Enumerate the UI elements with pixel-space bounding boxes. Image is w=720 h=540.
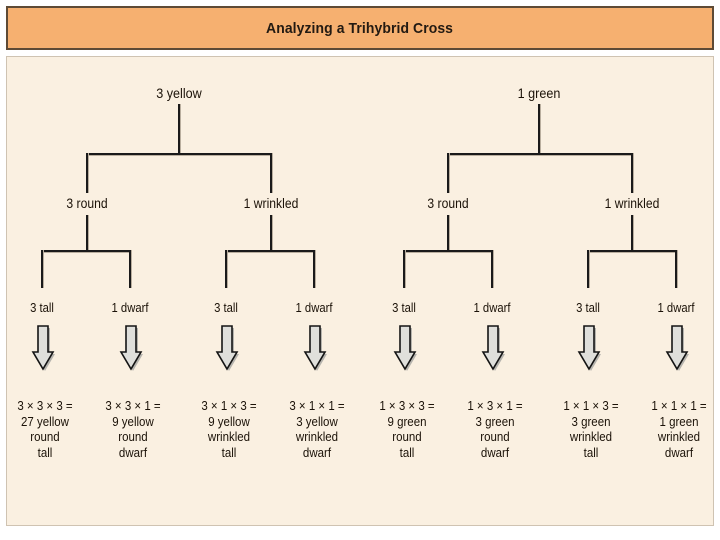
tree-node-l2-wrinkled-1: 1 wrinkled: [243, 196, 299, 211]
tree-node-l3-tall-1: 3 tall: [30, 301, 54, 315]
connector-l2-stem-2: [270, 215, 272, 251]
connector-l2-stem-1: [86, 215, 88, 251]
page-title: Analyzing a Trihybrid Cross: [266, 19, 454, 37]
result-trait-3: tall: [37, 445, 53, 460]
result-trait-2: round: [118, 430, 148, 444]
result-count: 1 green: [659, 414, 699, 429]
result-block: 1 × 1 × 1 = 1 green wrinkled dwarf: [633, 399, 713, 461]
result-equation: 1 × 3 × 1 =: [467, 399, 523, 413]
result-count: 9 yellow: [208, 414, 250, 429]
tree-node-l3-tall-2: 3 tall: [214, 301, 238, 315]
down-block-arrow-icon: [212, 324, 240, 377]
connector-leaf-drop-7: [587, 250, 589, 288]
connector-leaf-drop-2: [129, 250, 131, 288]
result-block: 1 × 3 × 1 = 3 green round dwarf: [449, 399, 541, 461]
result-trait-3: dwarf: [302, 445, 332, 460]
connector-leaf-drop-1: [41, 250, 43, 288]
tree-node-l3-tall-3: 3 tall: [392, 301, 416, 315]
result-trait-2: round: [30, 430, 60, 444]
connector-root-stem-yellow: [178, 104, 180, 154]
result-block: 3 × 1 × 1 = 3 yellow wrinkled dwarf: [271, 399, 363, 461]
down-block-arrow-icon: [662, 324, 690, 377]
tree-node-l3-dwarf-2: 1 dwarf: [295, 301, 333, 315]
result-trait-3: dwarf: [664, 445, 694, 460]
result-count: 27 yellow: [21, 414, 69, 429]
connector-l2-stem-4: [631, 215, 633, 251]
down-block-arrow-icon: [574, 324, 602, 377]
connector-bus-yellow: [86, 153, 272, 155]
connector-l2-stem-3: [447, 215, 449, 251]
result-equation: 1 × 1 × 3 =: [563, 399, 619, 413]
result-trait-2: round: [392, 430, 422, 444]
connector-root-stem-green: [538, 104, 540, 154]
tree-node-l2-wrinkled-2: 1 wrinkled: [604, 196, 660, 211]
connector-bus-l2-1: [41, 250, 131, 252]
connector-leaf-drop-8: [675, 250, 677, 288]
result-trait-2: wrinkled: [657, 430, 701, 444]
connector-drop-1: [86, 153, 88, 193]
result-trait-3: tall: [399, 445, 415, 460]
connector-bus-l2-2: [225, 250, 315, 252]
result-equation: 3 × 3 × 1 =: [105, 399, 161, 413]
result-count: 9 yellow: [112, 414, 154, 429]
connector-leaf-drop-6: [491, 250, 493, 288]
tree-node-l2-round-2: 3 round: [427, 196, 469, 211]
connector-drop-3: [447, 153, 449, 193]
result-block: 1 × 3 × 3 = 9 green round tall: [361, 399, 453, 461]
down-block-arrow-icon: [478, 324, 506, 377]
result-trait-3: tall: [221, 445, 237, 460]
diagram-panel: 3 yellow 1 green 3 round 1 wrinkled 3 ro…: [6, 56, 714, 526]
tree-node-l3-dwarf-1: 1 dwarf: [111, 301, 149, 315]
connector-leaf-drop-4: [313, 250, 315, 288]
result-trait-2: round: [480, 430, 510, 444]
result-count: 9 green: [387, 414, 427, 429]
down-block-arrow-icon: [390, 324, 418, 377]
tree-node-root-green: 1 green: [517, 85, 561, 101]
connector-leaf-drop-5: [403, 250, 405, 288]
result-trait-3: dwarf: [118, 445, 148, 460]
result-block: 1 × 1 × 3 = 3 green wrinkled tall: [545, 399, 637, 461]
result-block: 3 × 1 × 3 = 9 yellow wrinkled tall: [183, 399, 275, 461]
connector-bus-l2-4: [587, 250, 677, 252]
result-equation: 3 × 3 × 3 =: [17, 399, 73, 413]
result-trait-2: wrinkled: [207, 430, 251, 444]
result-block: 3 × 3 × 3 = 27 yellow round tall: [7, 399, 91, 461]
tree-node-l3-dwarf-3: 1 dwarf: [473, 301, 511, 315]
down-block-arrow-icon: [300, 324, 328, 377]
connector-bus-l2-3: [403, 250, 493, 252]
down-block-arrow-icon: [28, 324, 56, 377]
tree-node-l3-tall-4: 3 tall: [576, 301, 600, 315]
result-equation: 1 × 3 × 3 =: [379, 399, 435, 413]
result-trait-2: wrinkled: [569, 430, 613, 444]
tree-node-root-yellow: 3 yellow: [156, 85, 202, 101]
result-count: 3 green: [475, 414, 515, 429]
result-count: 3 green: [571, 414, 611, 429]
result-equation: 3 × 1 × 3 =: [201, 399, 257, 413]
result-trait-3: dwarf: [480, 445, 510, 460]
connector-drop-2: [270, 153, 272, 193]
connector-bus-green: [447, 153, 633, 155]
connector-drop-4: [631, 153, 633, 193]
result-block: 3 × 3 × 1 = 9 yellow round dwarf: [87, 399, 179, 461]
down-block-arrow-icon: [116, 324, 144, 377]
result-equation: 3 × 1 × 1 =: [289, 399, 345, 413]
result-count: 3 yellow: [296, 414, 338, 429]
title-bar: Analyzing a Trihybrid Cross: [6, 6, 714, 50]
tree-node-l3-dwarf-4: 1 dwarf: [657, 301, 695, 315]
result-equation: 1 × 1 × 1 =: [651, 399, 707, 413]
tree-node-l2-round-1: 3 round: [66, 196, 108, 211]
connector-leaf-drop-3: [225, 250, 227, 288]
trihybrid-tree-diagram: 3 yellow 1 green 3 round 1 wrinkled 3 ro…: [7, 57, 713, 525]
result-trait-3: tall: [583, 445, 599, 460]
result-trait-2: wrinkled: [295, 430, 339, 444]
